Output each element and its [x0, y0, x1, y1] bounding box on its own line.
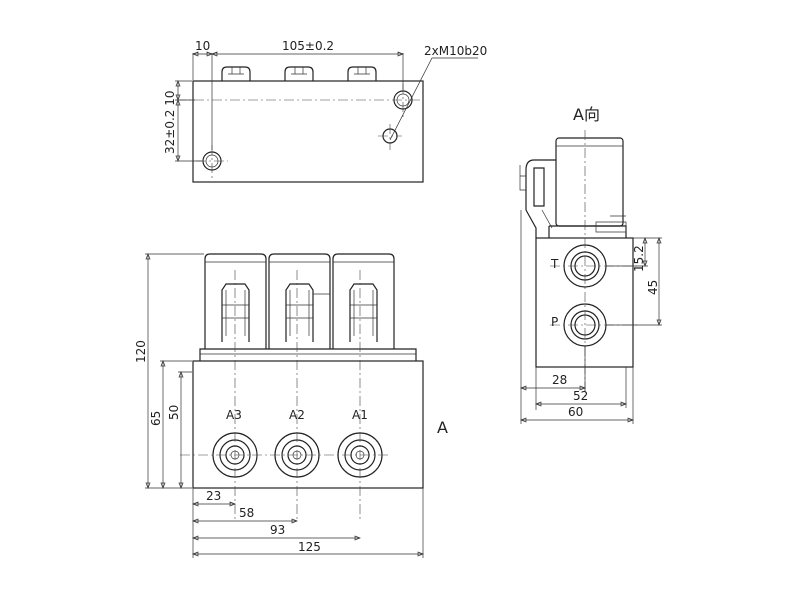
valve-block [192, 360, 424, 489]
port-label-a1: A1 [352, 408, 368, 422]
dim-28-label: 28 [552, 373, 567, 387]
top-view-connectors [221, 66, 377, 81]
top-view-block [192, 80, 424, 183]
dim-vertical-label: 32±0.2 10 [163, 91, 177, 155]
dim-15-2-label: 15.2 [632, 245, 646, 272]
solenoid-coils [204, 253, 395, 349]
dim-105-label: 105±0.2 [282, 39, 334, 53]
port-label-t: T [550, 257, 559, 271]
dim-52-label: 52 [573, 389, 588, 403]
side-view-title: A向 [573, 105, 600, 124]
side-view: A向 T P 15.2 45 [519, 105, 662, 424]
port-label-a2: A2 [289, 408, 305, 422]
side-view-block [535, 237, 634, 368]
port-label-p: P [551, 315, 558, 329]
dim-120-label: 120 [134, 340, 148, 363]
valve-stems [221, 283, 378, 342]
dim-93-label: 93 [270, 523, 285, 537]
dim-10-label: 10 [195, 39, 210, 53]
side-solenoid [555, 137, 624, 227]
dim-125-label: 125 [298, 540, 321, 554]
dim-23-label: 23 [206, 489, 221, 503]
front-view: A3 A2 A1 A 120 65 50 23 58 93 125 [134, 253, 448, 558]
dim-50-label: 50 [167, 405, 181, 420]
thread-callout-label: 2xM10b20 [424, 44, 487, 58]
port-label-a3: A3 [226, 408, 242, 422]
dim-45-label: 45 [646, 280, 660, 295]
view-direction-letter: A [437, 418, 448, 437]
dim-60-label: 60 [568, 405, 583, 419]
top-view: 10 105±0.2 2xM10b20 32±0.2 10 [163, 39, 487, 183]
dim-65-label: 65 [149, 411, 163, 426]
dim-58-label: 58 [239, 506, 254, 520]
